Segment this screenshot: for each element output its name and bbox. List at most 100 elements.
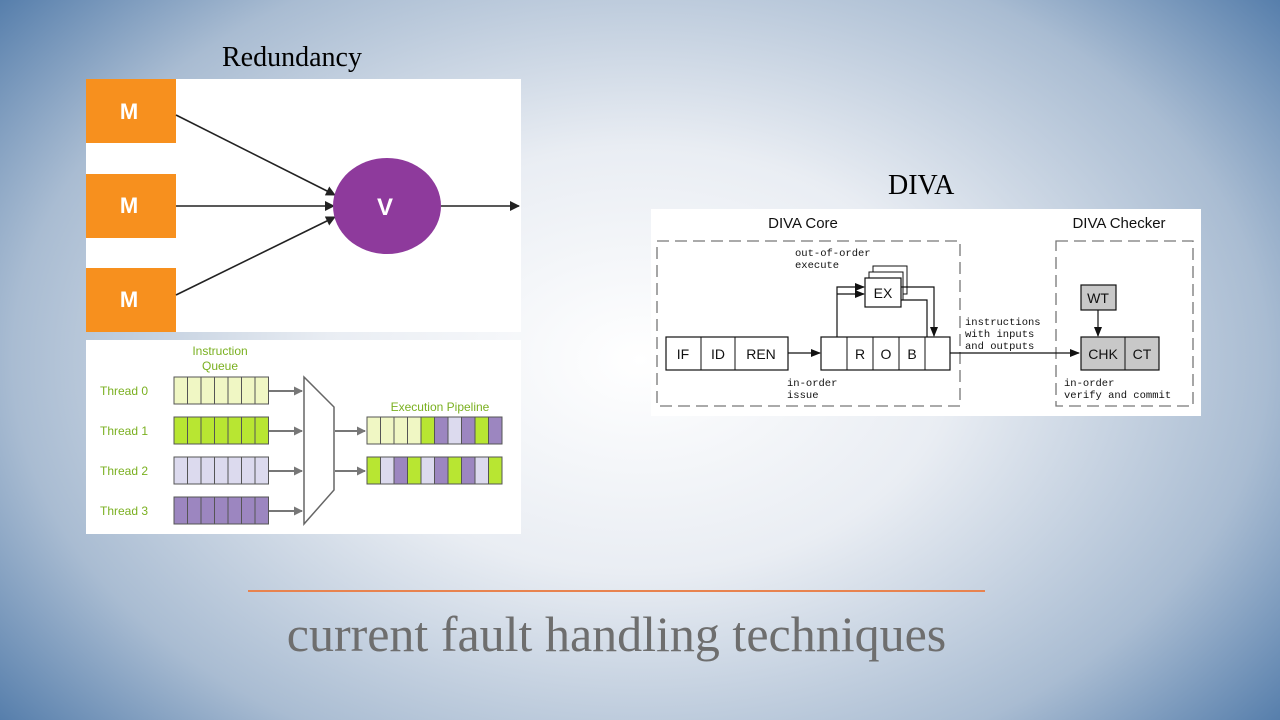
queue-slot (214, 456, 229, 485)
pipeline-slot (380, 456, 395, 485)
queue-label: Instruction (192, 344, 247, 358)
pipeline-slot (434, 416, 449, 445)
pipeline-slot (447, 416, 462, 445)
pipeline-slot (407, 416, 422, 445)
inorder-issue-label: issue (787, 390, 819, 402)
pipeline-slot (488, 416, 503, 445)
module-box (86, 79, 176, 143)
queue-slot (200, 456, 215, 485)
pipeline-slot (474, 456, 489, 485)
diva-checker-region (1055, 240, 1194, 407)
pipeline-slot (407, 456, 422, 485)
pipeline-slot (393, 456, 408, 485)
pipeline-slot (434, 456, 449, 485)
voter-circle (333, 158, 441, 254)
transfer-label: instructions (965, 317, 1041, 329)
pipeline-slot (366, 416, 381, 445)
queue-slot (173, 416, 188, 445)
input-arrow (175, 114, 336, 196)
dispatch-arrow (836, 283, 865, 337)
diva-core-region (656, 240, 961, 407)
pipeline-slot (420, 416, 435, 445)
queue-slot (214, 416, 229, 445)
chk-label: CHK (1088, 346, 1118, 362)
pipeline-slot (461, 456, 476, 485)
pipeline-slot (393, 416, 408, 445)
ct-label: CT (1133, 346, 1152, 362)
queue-slot (227, 376, 242, 405)
ooo-execute-label: out-of-order (795, 248, 871, 260)
thread-label: Thread 3 (100, 504, 148, 518)
redundancy-caption: Redundancy (222, 42, 362, 73)
stage-if: IF (677, 346, 689, 362)
queue-slot (187, 456, 202, 485)
queue-slot (227, 456, 242, 485)
verify-commit-label: in-order (1064, 378, 1114, 390)
rob-letter: B (907, 346, 916, 362)
verify-commit-label: verify and commit (1064, 390, 1171, 402)
module-label: M (120, 99, 138, 124)
queue-slot (254, 416, 269, 445)
rob-box (820, 336, 951, 371)
pipeline-slot (474, 416, 489, 445)
diva-checker-title: DIVA Checker (1072, 215, 1165, 232)
stage-id: ID (711, 346, 725, 362)
queue-slot (214, 496, 229, 525)
module-label: M (120, 193, 138, 218)
pipeline-slot (461, 416, 476, 445)
pipeline-label: Execution Pipeline (391, 400, 490, 414)
checker-box (1080, 336, 1160, 371)
queue-label: Queue (202, 359, 238, 373)
redundancy-diagram: M M M V (86, 79, 521, 332)
queue-slot (187, 376, 202, 405)
queue-slot (241, 496, 256, 525)
thread-label: Thread 1 (100, 424, 148, 438)
smt-diagram: Instruction Queue Execution Pipeline Thr… (86, 340, 521, 534)
queue-slot (173, 456, 188, 485)
pipeline-slot (380, 416, 395, 445)
queue-slot (187, 496, 202, 525)
queue-slot (214, 376, 229, 405)
thread-label: Thread 2 (100, 464, 148, 478)
pipeline-slot (488, 456, 503, 485)
wt-label: WT (1087, 290, 1109, 306)
queue-slot (173, 496, 188, 525)
pipeline-slot (420, 456, 435, 485)
queue-slot (200, 416, 215, 445)
module-box (86, 174, 176, 238)
module-box (86, 268, 176, 332)
input-arrow (175, 216, 336, 296)
rob-letter: R (855, 346, 865, 362)
queue-slot (200, 376, 215, 405)
slide-title: current fault handling techniques (286, 606, 947, 662)
rob-letter: O (881, 346, 892, 362)
ex-label: EX (874, 285, 893, 301)
ooo-execute-label: execute (795, 260, 839, 272)
pipeline-slot (447, 456, 462, 485)
diva-core-title: DIVA Core (768, 215, 838, 232)
diva-diagram: DIVA Core DIVA Checker out-of-order exec… (651, 209, 1201, 416)
voter-label: V (377, 194, 393, 221)
transfer-label: with inputs (965, 329, 1034, 341)
queue-slot (200, 496, 215, 525)
thread-label: Thread 0 (100, 384, 148, 398)
queue-slot (241, 376, 256, 405)
queue-slot (227, 416, 242, 445)
writeback-arrow (901, 286, 938, 337)
queue-slot (187, 416, 202, 445)
queue-slot (254, 376, 269, 405)
writeback-arrow-2 (901, 299, 928, 337)
module-label: M (120, 287, 138, 312)
transfer-label: and outputs (965, 341, 1034, 353)
front-end-box (665, 336, 789, 371)
title-divider (248, 590, 985, 592)
stage-ren: REN (746, 346, 776, 362)
queue-slot (227, 496, 242, 525)
queue-slot (254, 496, 269, 525)
pipeline-slot (366, 456, 381, 485)
thread-multiplexer (303, 375, 335, 526)
queue-slot (173, 376, 188, 405)
ex-unit (864, 277, 902, 308)
diva-caption: DIVA (888, 170, 955, 201)
queue-slot (241, 456, 256, 485)
